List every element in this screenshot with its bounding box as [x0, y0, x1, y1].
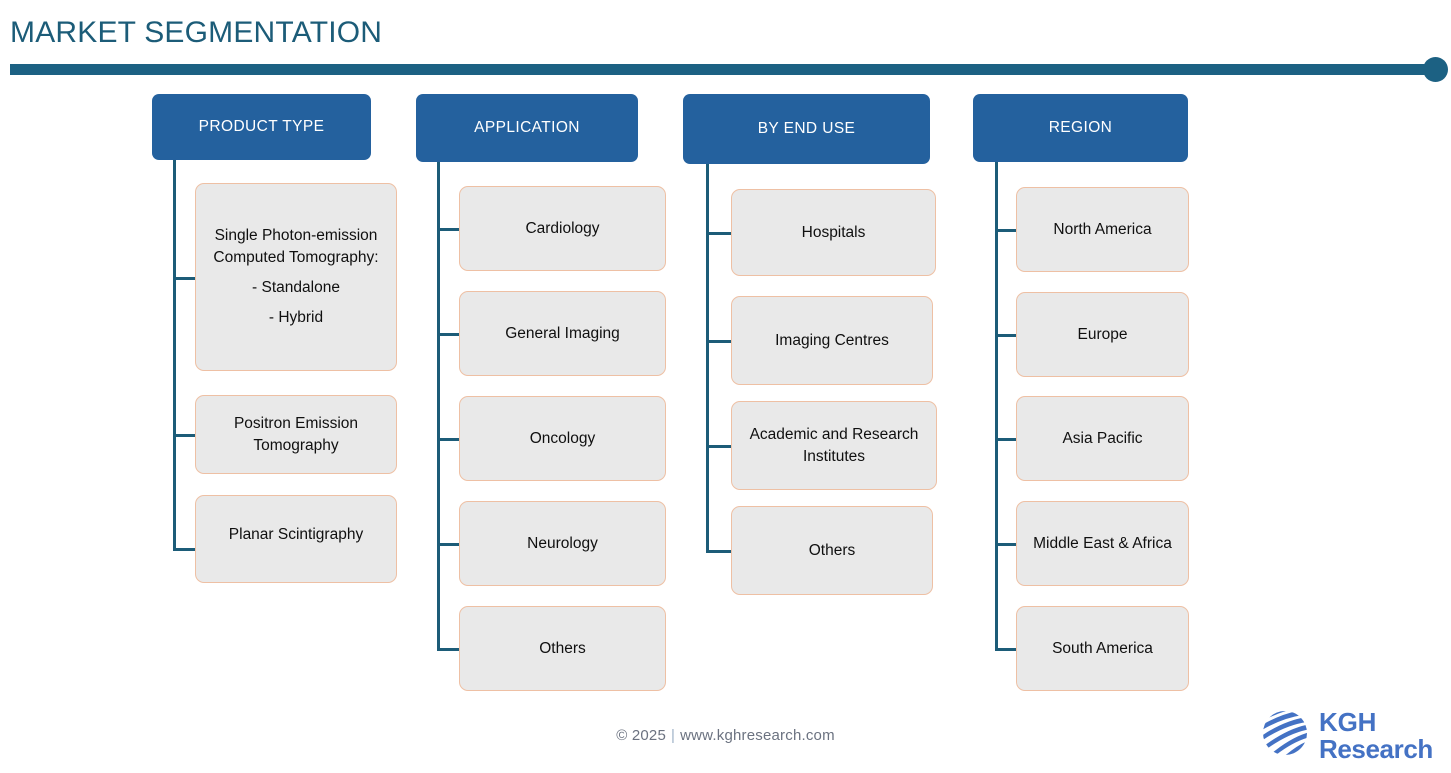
- copyright-text: © 2025: [616, 727, 666, 744]
- node-label: Oncology: [529, 429, 596, 447]
- connector-stub: [706, 340, 732, 343]
- connector-stub: [173, 434, 197, 437]
- node-label: Others: [539, 639, 586, 657]
- logo-name-primary: KGH: [1319, 706, 1377, 737]
- website-link[interactable]: www.kghresearch.com: [680, 727, 835, 744]
- connector-stub: [437, 228, 461, 231]
- node-sub-item: - Standalone: [252, 279, 340, 296]
- node-label: Middle East & Africa: [1033, 534, 1172, 552]
- node-label: Planar Scintigraphy: [228, 526, 364, 543]
- footer-separator: |: [671, 727, 676, 744]
- node-label: Europe: [1077, 325, 1128, 343]
- node-item[interactable]: Planar Scintigraphy: [195, 495, 397, 583]
- node-item[interactable]: General Imaging: [459, 291, 666, 376]
- node-item[interactable]: Single Photon-emission Computed Tomograp…: [195, 183, 397, 371]
- globe-icon: [1259, 707, 1311, 764]
- connector-stub: [995, 334, 1019, 337]
- node-label: Asia Pacific: [1062, 429, 1143, 447]
- connector-stub: [173, 277, 197, 280]
- node-label: Others: [808, 541, 856, 559]
- node-label: Positron Emission Tomography: [233, 414, 359, 454]
- node-item[interactable]: South America: [1016, 606, 1189, 691]
- connector-stub: [437, 648, 461, 651]
- divider-end-dot: [1423, 57, 1448, 82]
- connector-stub: [995, 438, 1019, 441]
- node-item[interactable]: Neurology: [459, 501, 666, 586]
- connector-stub: [437, 333, 461, 336]
- connector-stub: [173, 548, 197, 551]
- connector-stub: [706, 550, 732, 553]
- connector-stub: [995, 543, 1019, 546]
- connector-stub: [995, 229, 1019, 232]
- node-item[interactable]: Others: [459, 606, 666, 691]
- connector-stub: [706, 232, 732, 235]
- logo-name-secondary: Research: [1319, 733, 1433, 764]
- node-label: General Imaging: [505, 324, 620, 342]
- column-header-product-type[interactable]: PRODUCT TYPE: [152, 94, 371, 160]
- connector-trunk-region: [995, 162, 998, 650]
- node-item[interactable]: Asia Pacific: [1016, 396, 1189, 481]
- node-item[interactable]: Others: [731, 506, 933, 595]
- node-item[interactable]: Hospitals: [731, 189, 936, 276]
- node-item[interactable]: Oncology: [459, 396, 666, 481]
- node-label: Hospitals: [801, 223, 866, 241]
- connector-trunk-by-end-use: [706, 164, 709, 551]
- node-label: Academic and Research Institutes: [749, 425, 919, 465]
- node-label: South America: [1052, 639, 1153, 657]
- node-item[interactable]: Imaging Centres: [731, 296, 933, 385]
- node-item[interactable]: Europe: [1016, 292, 1189, 377]
- column-header-by-end-use[interactable]: BY END USE: [683, 94, 930, 164]
- connector-stub: [706, 445, 732, 448]
- connector-stub: [995, 648, 1019, 651]
- node-label: North America: [1053, 220, 1152, 238]
- connector-trunk-product-type: [173, 160, 176, 550]
- node-item[interactable]: Cardiology: [459, 186, 666, 271]
- kgh-research-logo: KGH Research: [1259, 704, 1441, 766]
- node-heading: Single Photon-emission Computed Tomograp…: [213, 227, 379, 266]
- node-label: Cardiology: [525, 219, 600, 237]
- logo-text: KGH Research: [1319, 709, 1433, 762]
- node-label: Imaging Centres: [775, 331, 889, 349]
- column-header-application[interactable]: APPLICATION: [416, 94, 638, 162]
- page-title: MARKET SEGMENTATION: [10, 16, 383, 49]
- node-item[interactable]: Middle East & Africa: [1016, 501, 1189, 586]
- connector-trunk-application: [437, 162, 440, 650]
- node-label: Neurology: [527, 534, 598, 552]
- column-header-region[interactable]: REGION: [973, 94, 1188, 162]
- connector-stub: [437, 543, 461, 546]
- node-item[interactable]: Academic and Research Institutes: [731, 401, 937, 490]
- node-sub-item: - Hybrid: [268, 309, 324, 326]
- footer-credit: © 2025 |www.kghresearch.com: [0, 727, 1451, 744]
- connector-stub: [437, 438, 461, 441]
- node-item[interactable]: Positron Emission Tomography: [195, 395, 397, 474]
- node-item[interactable]: North America: [1016, 187, 1189, 272]
- title-divider-bar: [10, 64, 1431, 75]
